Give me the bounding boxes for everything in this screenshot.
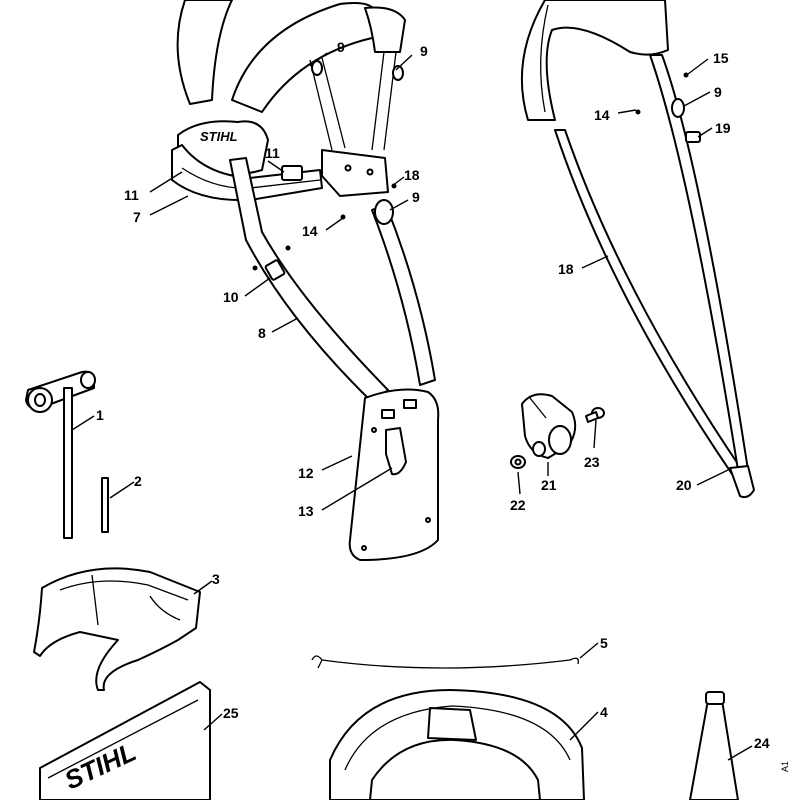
spring-wire [311,655,579,669]
callout-14b: 14 [594,107,610,123]
shoulder-strap [520,0,755,499]
center-plate [321,149,389,197]
callout-23: 23 [584,454,600,470]
side-strap [371,51,397,151]
shoulder-strap-pad [520,0,669,121]
guard [329,689,585,800]
callout-7: 7 [133,209,141,225]
right-shoulder-pad [364,6,406,53]
callout-15: 15 [713,50,729,66]
callout-19: 19 [715,120,731,136]
callout-12: 12 [298,465,314,481]
strap-adjuster [264,259,286,281]
full-harness: STIHL [171,0,440,561]
pouch: STIHL [39,681,211,800]
callout-1: 1 [96,407,104,423]
callout-11a: 11 [265,145,280,161]
callout-8: 8 [258,325,266,341]
hip-belt [171,144,323,202]
carrying-hook [385,427,407,476]
callout-3: 3 [212,571,220,587]
clamp-assembly [510,393,605,469]
callout-4: 4 [600,704,608,720]
callout-9a: 9 [337,39,345,55]
rear-strap [309,57,346,151]
callout-10: 10 [223,289,239,305]
callout-22: 22 [510,497,526,513]
callout-14a: 14 [302,223,318,239]
callout-9b: 9 [420,43,428,59]
belt-buckle [281,165,303,181]
combination-wrench [25,370,96,539]
callout-11b: 11 [124,187,139,203]
leader-lines [71,52,753,761]
grease-tube [689,691,739,800]
callout-24: 24 [754,735,770,751]
callout-2: 2 [134,473,142,489]
callout-18b: 18 [558,261,574,277]
safety-glasses [33,567,201,691]
callout-20: 20 [676,477,692,493]
front-strap [229,157,389,403]
callout-9d: 9 [714,84,722,100]
pin [101,477,109,533]
callout-9c: 9 [412,189,420,205]
callout-13: 13 [298,503,314,519]
callout-5: 5 [600,635,608,651]
callout-25: 25 [223,705,239,721]
shoulder-pad [231,2,381,113]
callout-21: 21 [541,477,557,493]
callouts: 9 9 11 11 7 18 9 14 10 8 12 13 15 14 9 1… [96,39,790,772]
right-strap [371,204,436,386]
snap-hook [729,465,755,499]
corner-code: A1 [780,761,790,772]
callout-18a: 18 [404,167,420,183]
back-plate-logo: STIHL [200,129,238,144]
screw [585,407,605,423]
buckle [374,199,394,225]
left-shoulder-pad [176,0,233,105]
